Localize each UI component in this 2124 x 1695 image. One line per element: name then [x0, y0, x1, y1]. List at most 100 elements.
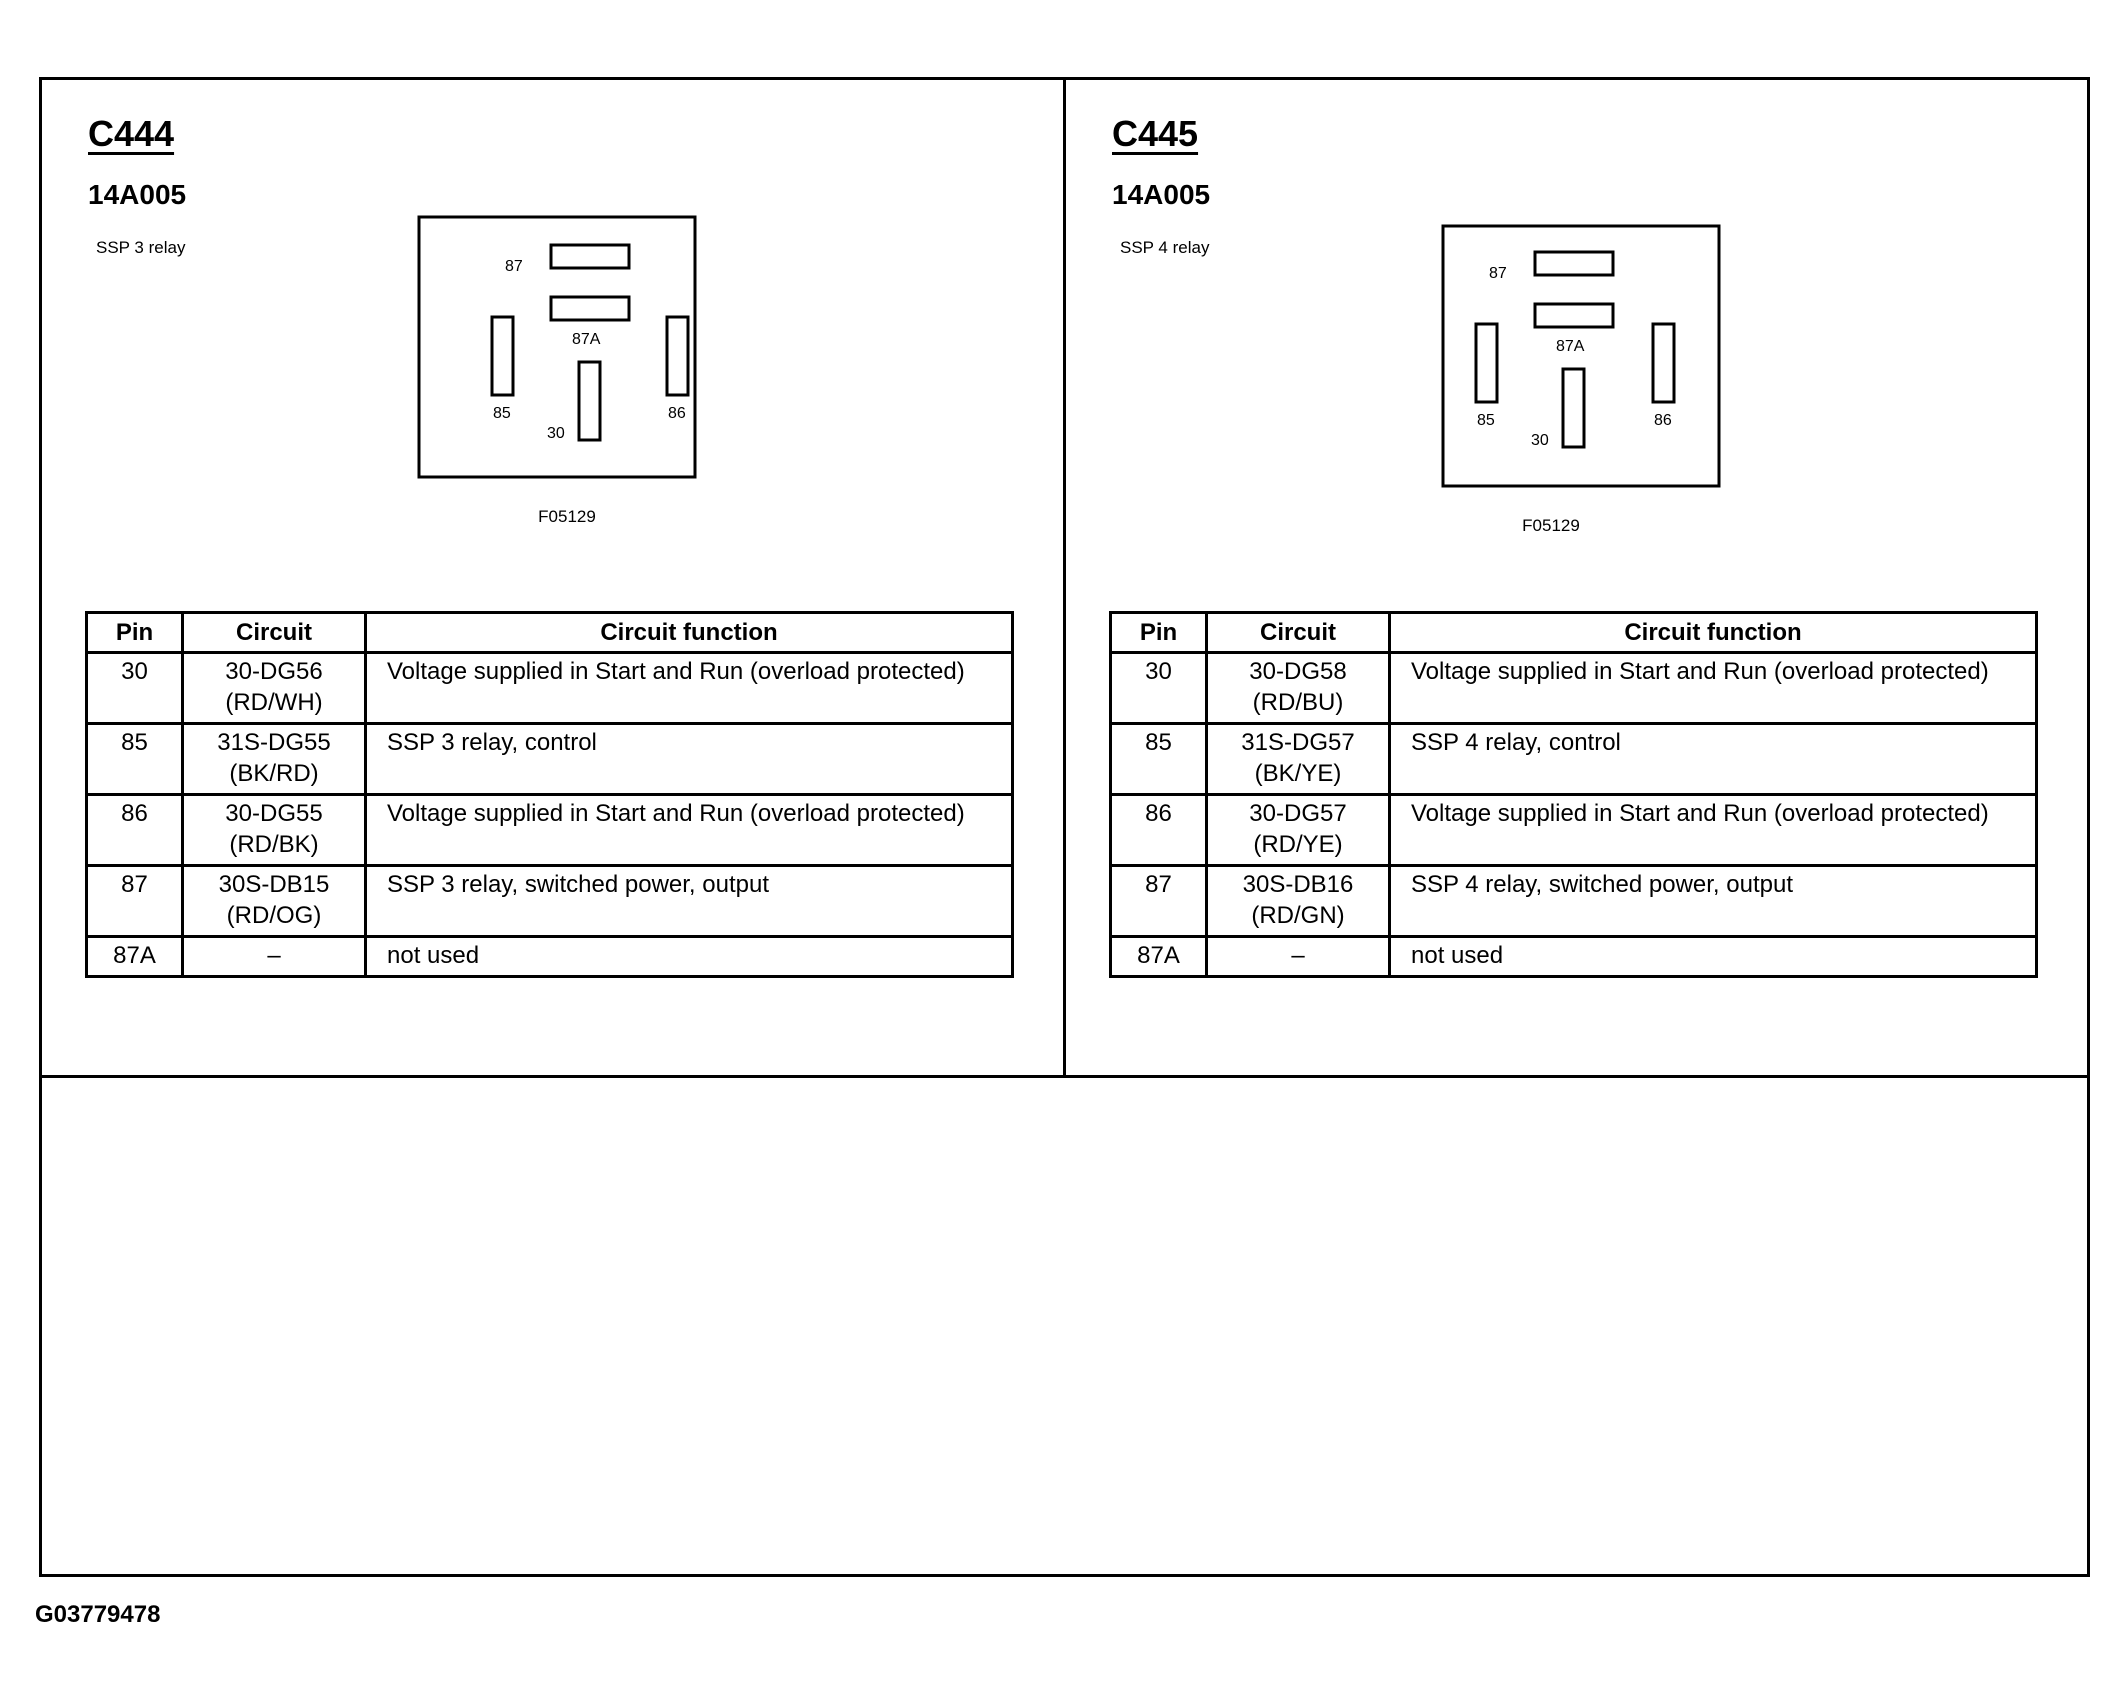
panel-divider-vertical: [1063, 77, 1066, 1077]
function-cell: SSP 3 relay, control: [364, 722, 1014, 796]
relay-name: SSP 4 relay: [1120, 238, 1210, 257]
function-cell: SSP 3 relay, switched power, output: [364, 864, 1014, 938]
circuit-code: –: [267, 942, 281, 969]
pin-label-30: 30: [1531, 432, 1549, 449]
circuit-code: 31S-DG57: [1241, 729, 1355, 756]
relay-pinout-diagram: 87 87A 85 30 86 F05129: [1441, 224, 1741, 535]
pinout-table: Pin Circuit Circuit function 30 30-DG56 (…: [85, 611, 1014, 978]
relay-housing: [1441, 224, 1721, 488]
relay-housing: [417, 215, 697, 479]
circuit-code: 30-DG55: [225, 800, 323, 827]
column-header-function: Circuit function: [364, 611, 1014, 654]
relay-face-drawing: [1441, 224, 1721, 488]
circuit-code: 30S-DB15: [218, 871, 330, 898]
circuit-cell: 30S-DB16 (RD/GN): [1205, 864, 1391, 938]
table-row: 87 30S-DB15(RD/OG) SSP 3 relay, switched…: [85, 864, 1014, 938]
circuit-code: –: [1291, 942, 1305, 969]
pin-cell: 86: [1109, 793, 1208, 867]
circuit-cell: 31S-DG57 (BK/YE): [1205, 722, 1391, 796]
terminal-87a: [1533, 302, 1615, 329]
terminal-87: [549, 243, 631, 270]
pin-label-87a: 87A: [572, 331, 601, 348]
column-header-pin: Pin: [1109, 611, 1208, 654]
circuit-code: 30-DG56: [225, 658, 323, 685]
figure-id: F05129: [538, 507, 596, 526]
terminal-30: [577, 360, 602, 442]
column-header-function: Circuit function: [1388, 611, 2038, 654]
figure-id: F05129: [1522, 516, 1580, 535]
table-row: 87A – not used: [1109, 935, 2038, 978]
pin-cell: 85: [85, 722, 184, 796]
panel-divider-horizontal: [39, 1075, 2090, 1078]
table-row: 86 30-DG55 (RD/BK) Voltage supplied in St…: [85, 793, 1014, 867]
pin-label-87: 87: [1489, 265, 1507, 282]
table-row: 85 31S-DG57 (BK/YE) SSP 4 relay, control: [1109, 722, 2038, 796]
table-header-row: Pin Circuit Circuit function: [85, 611, 1014, 654]
pin-label-87: 87: [505, 258, 523, 275]
pin-label-85: 85: [493, 405, 511, 422]
circuit-cell: –: [181, 935, 367, 978]
pin-cell: 30: [85, 651, 184, 725]
function-cell: SSP 4 relay, control: [1388, 722, 2038, 796]
terminal-30: [1561, 367, 1586, 449]
wire-color: (RD/GN): [1251, 902, 1345, 929]
wire-color: (RD/BU): [1252, 689, 1344, 716]
column-header-circuit: Circuit: [181, 611, 367, 654]
function-cell: Voltage supplied in Start and Run (overl…: [1388, 793, 2038, 867]
pin-label-30: 30: [547, 425, 565, 442]
table-row: 87 30S-DB16 (RD/GN) SSP 4 relay, switched…: [1109, 864, 2038, 938]
document-id: G03779478: [35, 1601, 161, 1628]
terminal-85: [490, 315, 515, 397]
pin-cell: 85: [1109, 722, 1208, 796]
wire-color: (BK/YE): [1254, 760, 1342, 787]
function-cell: Voltage supplied in Start and Run (overl…: [364, 651, 1014, 725]
table-header-row: Pin Circuit Circuit function: [1109, 611, 2038, 654]
circuit-code: 30-DG58: [1249, 658, 1347, 685]
connector-panel-c444: C444 14A005 SSP 3 relay 87 87A 85 30 86 …: [39, 77, 1063, 1075]
pin-label-86: 86: [1654, 412, 1672, 429]
connector-panel-c445: C445 14A005 SSP 4 relay 87 87A 85 30 86 …: [1063, 77, 2087, 1075]
column-header-pin: Pin: [85, 611, 184, 654]
part-number: 14A005: [1112, 179, 1211, 210]
table-row: 85 31S-DG55 (BK/RD) SSP 3 relay, control: [85, 722, 1014, 796]
relay-name: SSP 3 relay: [96, 238, 186, 257]
pinout-table: Pin Circuit Circuit function 30 30-DG58 (…: [1109, 611, 2038, 978]
function-cell: SSP 4 relay, switched power, output: [1388, 864, 2038, 938]
wire-color: (BK/RD): [229, 760, 319, 787]
pin-cell: 87: [1109, 864, 1208, 938]
pin-cell: 86: [85, 793, 184, 867]
terminal-86: [1651, 322, 1676, 404]
relay-face-drawing: [417, 215, 697, 479]
circuit-cell: 30-DG58 (RD/BU): [1205, 651, 1391, 725]
terminal-85: [1474, 322, 1499, 404]
circuit-cell: 30S-DB15(RD/OG): [181, 864, 367, 938]
terminal-87a: [549, 295, 631, 322]
table-row: 30 30-DG58(RD/BU) Voltage supplied in St…: [1109, 651, 2038, 725]
wire-color: (RD/BK): [229, 831, 319, 858]
pin-cell: 30: [1109, 651, 1208, 725]
terminal-87: [1533, 250, 1615, 277]
circuit-cell: 30-DG55 (RD/BK): [181, 793, 367, 867]
pin-cell: 87A: [1109, 935, 1208, 978]
circuit-cell: –: [1205, 935, 1391, 978]
circuit-cell: 31S-DG55 (BK/RD): [181, 722, 367, 796]
table-row: 30 30-DG56 (RD/WH) Voltage supplied in St…: [85, 651, 1014, 725]
function-cell: not used: [1388, 935, 2038, 978]
column-header-circuit: Circuit: [1205, 611, 1391, 654]
terminal-86: [665, 315, 690, 397]
table-row: 87A – not used: [85, 935, 1014, 978]
wire-color: (RD/WH): [225, 689, 323, 716]
pin-cell: 87A: [85, 935, 184, 978]
circuit-code: 30S-DB16: [1242, 871, 1354, 898]
pin-label-86: 86: [668, 405, 686, 422]
relay-pinout-diagram: 87 87A 85 30 86 F05129: [417, 215, 717, 526]
pin-label-85: 85: [1477, 412, 1495, 429]
circuit-cell: 30-DG56 (RD/WH): [181, 651, 367, 725]
pin-label-87a: 87A: [1556, 338, 1585, 355]
pin-cell: 87: [85, 864, 184, 938]
wire-color: (RD/YE): [1253, 831, 1343, 858]
part-number: 14A005: [88, 179, 187, 210]
connector-id: C444: [88, 113, 175, 154]
function-cell: Voltage supplied in Start and Run (overl…: [364, 793, 1014, 867]
circuit-code: 31S-DG55: [217, 729, 331, 756]
